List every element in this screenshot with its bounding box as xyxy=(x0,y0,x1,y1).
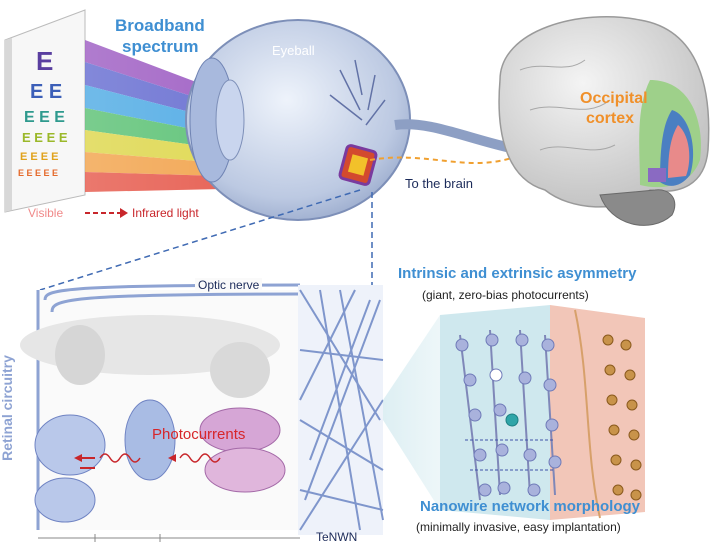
occipital-label-line1: Occipital xyxy=(580,90,648,107)
retinal-panel xyxy=(20,283,301,542)
intrinsic-title: Intrinsic and extrinsic asymmetry xyxy=(398,265,637,282)
infrared-label: Infrared light xyxy=(132,206,199,220)
eyeball-icon xyxy=(185,19,521,221)
to-brain-label: To the brain xyxy=(405,176,473,191)
svg-text:E: E xyxy=(36,46,53,76)
arrow-icon xyxy=(85,208,128,218)
broadband-label-line1: Broadband xyxy=(115,16,205,35)
crystal-lattice-icon xyxy=(440,305,645,520)
zoom-bridge xyxy=(383,315,440,510)
brain-icon xyxy=(498,16,710,226)
occipital-label-line2: cortex xyxy=(586,110,635,127)
optic-nerve-label: Optic nerve xyxy=(195,278,263,292)
svg-text:E E: E E xyxy=(30,81,62,103)
nanowire-network-icon xyxy=(298,285,384,535)
svg-text:E E E E: E E E E xyxy=(22,130,68,145)
nanowire-title: Nanowire network morphology xyxy=(420,498,641,515)
eyeball-label: Eyeball xyxy=(272,43,315,58)
tenwn-label: TeNWN xyxy=(316,530,358,544)
broadband-label-line2: spectrum xyxy=(122,37,199,56)
eye-chart-icon: E E E E E E E E E E E E E E E E E E E xyxy=(4,9,86,213)
svg-text:E E E E: E E E E xyxy=(20,151,59,163)
svg-text:E E E: E E E xyxy=(24,109,65,126)
svg-text:E E E E E: E E E E E xyxy=(18,168,58,178)
nanowire-subtitle: (minimally invasive, easy implantation) xyxy=(416,520,621,534)
retinal-circuitry-label: Retinal circuitry xyxy=(0,355,15,461)
intrinsic-subtitle: (giant, zero-bias photocurrents) xyxy=(422,288,589,302)
zoom-line-left xyxy=(39,189,361,291)
photocurrents-label: Photocurrents xyxy=(152,426,246,443)
visible-label: Visible xyxy=(28,206,64,220)
